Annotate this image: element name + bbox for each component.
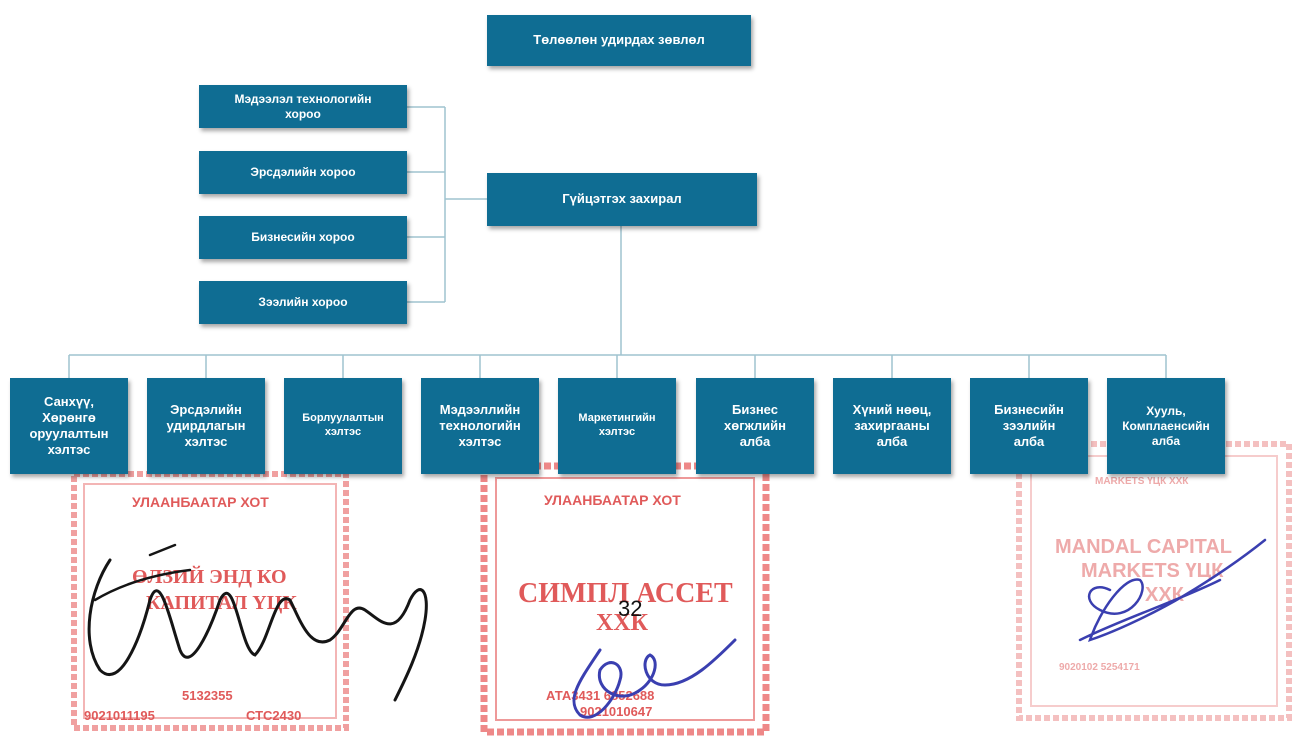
department-box: Санхүү, Хөрөнгө оруулалтын хэлтэс: [10, 378, 128, 474]
stamp-number: 9020102 5254171: [1059, 662, 1140, 673]
board-box: Төлөөлөн удирдах зөвлөл: [487, 15, 751, 66]
department-label: Маркетингийн хэлтэс: [578, 412, 656, 438]
stamp-name: ХХК: [596, 610, 649, 636]
department-box: Хууль, Комплаенсийн алба: [1107, 378, 1225, 474]
department-box: Бизнесийн зээлийн алба: [970, 378, 1088, 474]
page-number: 32: [618, 596, 643, 621]
stamp-left: УЛААНБААТАР ХОТ ӨЛЗИЙ ЭНД КО КАПИТАЛ ҮЦК…: [70, 470, 350, 732]
department-label: Хүний нөөц, захиргааны алба: [852, 401, 932, 450]
committee-label: Эрсдэлийн хороо: [250, 165, 356, 179]
signature-middle: [572, 638, 737, 719]
department-box: Маркетингийн хэлтэс: [558, 378, 676, 474]
stamp-number: 9021011195: [84, 708, 155, 723]
stamp-name: СИМПЛ АССЕТ: [518, 578, 733, 609]
committee-box: Бизнесийн хороо: [199, 216, 407, 259]
department-label: Санхүү, Хөрөнгө оруулалтын хэлтэс: [29, 393, 109, 458]
stamp-number: 5132355: [182, 688, 233, 703]
department-label: Хууль, Комплаенсийн алба: [1122, 403, 1210, 448]
department-label: Борлуулалтын хэлтэс: [302, 412, 384, 438]
stamp-name: КАПИТАЛ ҮЦК: [146, 592, 297, 614]
department-label: Бизнес хөгжлийн алба: [724, 401, 786, 450]
board-label: Төлөөлөн удирдах зөвлөл: [533, 32, 705, 48]
department-box: Эрсдэлийн удирдлагын хэлтэс: [147, 378, 265, 474]
committee-label: Мэдээлэл технологийн хороо: [234, 91, 372, 121]
committee-box: Зээлийн хороо: [199, 281, 407, 324]
stamp-city: УЛААНБААТАР ХОТ: [544, 492, 681, 508]
signature-left: [87, 558, 428, 702]
committee-label: Бизнесийн хороо: [251, 230, 355, 244]
committee-label: Зээлийн хороо: [258, 295, 348, 309]
department-label: Мэдээллийн технологийн хэлтэс: [439, 401, 521, 450]
signature-right: [1078, 538, 1267, 642]
department-box: Мэдээллийн технологийн хэлтэс: [421, 378, 539, 474]
stamp-name: MARKETS ҮЦК: [1081, 560, 1224, 582]
ceo-box: Гүйцэтгэх захирал: [487, 173, 757, 226]
committee-box: Мэдээлэл технологийн хороо: [199, 85, 407, 128]
stamp-city: УЛААНБААТАР ХОТ: [132, 494, 269, 510]
stamp-top-text: MARKETS ҮЦК ХХК: [1095, 476, 1189, 487]
stamp-border: [71, 471, 349, 731]
stamp-code: СТС2430: [246, 708, 302, 723]
stamp-name: ӨЛЗИЙ ЭНД КО: [132, 566, 287, 588]
department-label: Эрсдэлийн удирдлагын хэлтэс: [166, 401, 246, 450]
department-box: Борлуулалтын хэлтэс: [284, 378, 402, 474]
department-label: Бизнесийн зээлийн алба: [994, 401, 1064, 450]
department-box: Бизнес хөгжлийн алба: [696, 378, 814, 474]
ceo-label: Гүйцэтгэх захирал: [562, 191, 682, 207]
committee-box: Эрсдэлийн хороо: [199, 151, 407, 194]
department-box: Хүний нөөц, захиргааны алба: [833, 378, 951, 474]
stamp-name: MANDAL CAPITAL: [1055, 536, 1233, 558]
